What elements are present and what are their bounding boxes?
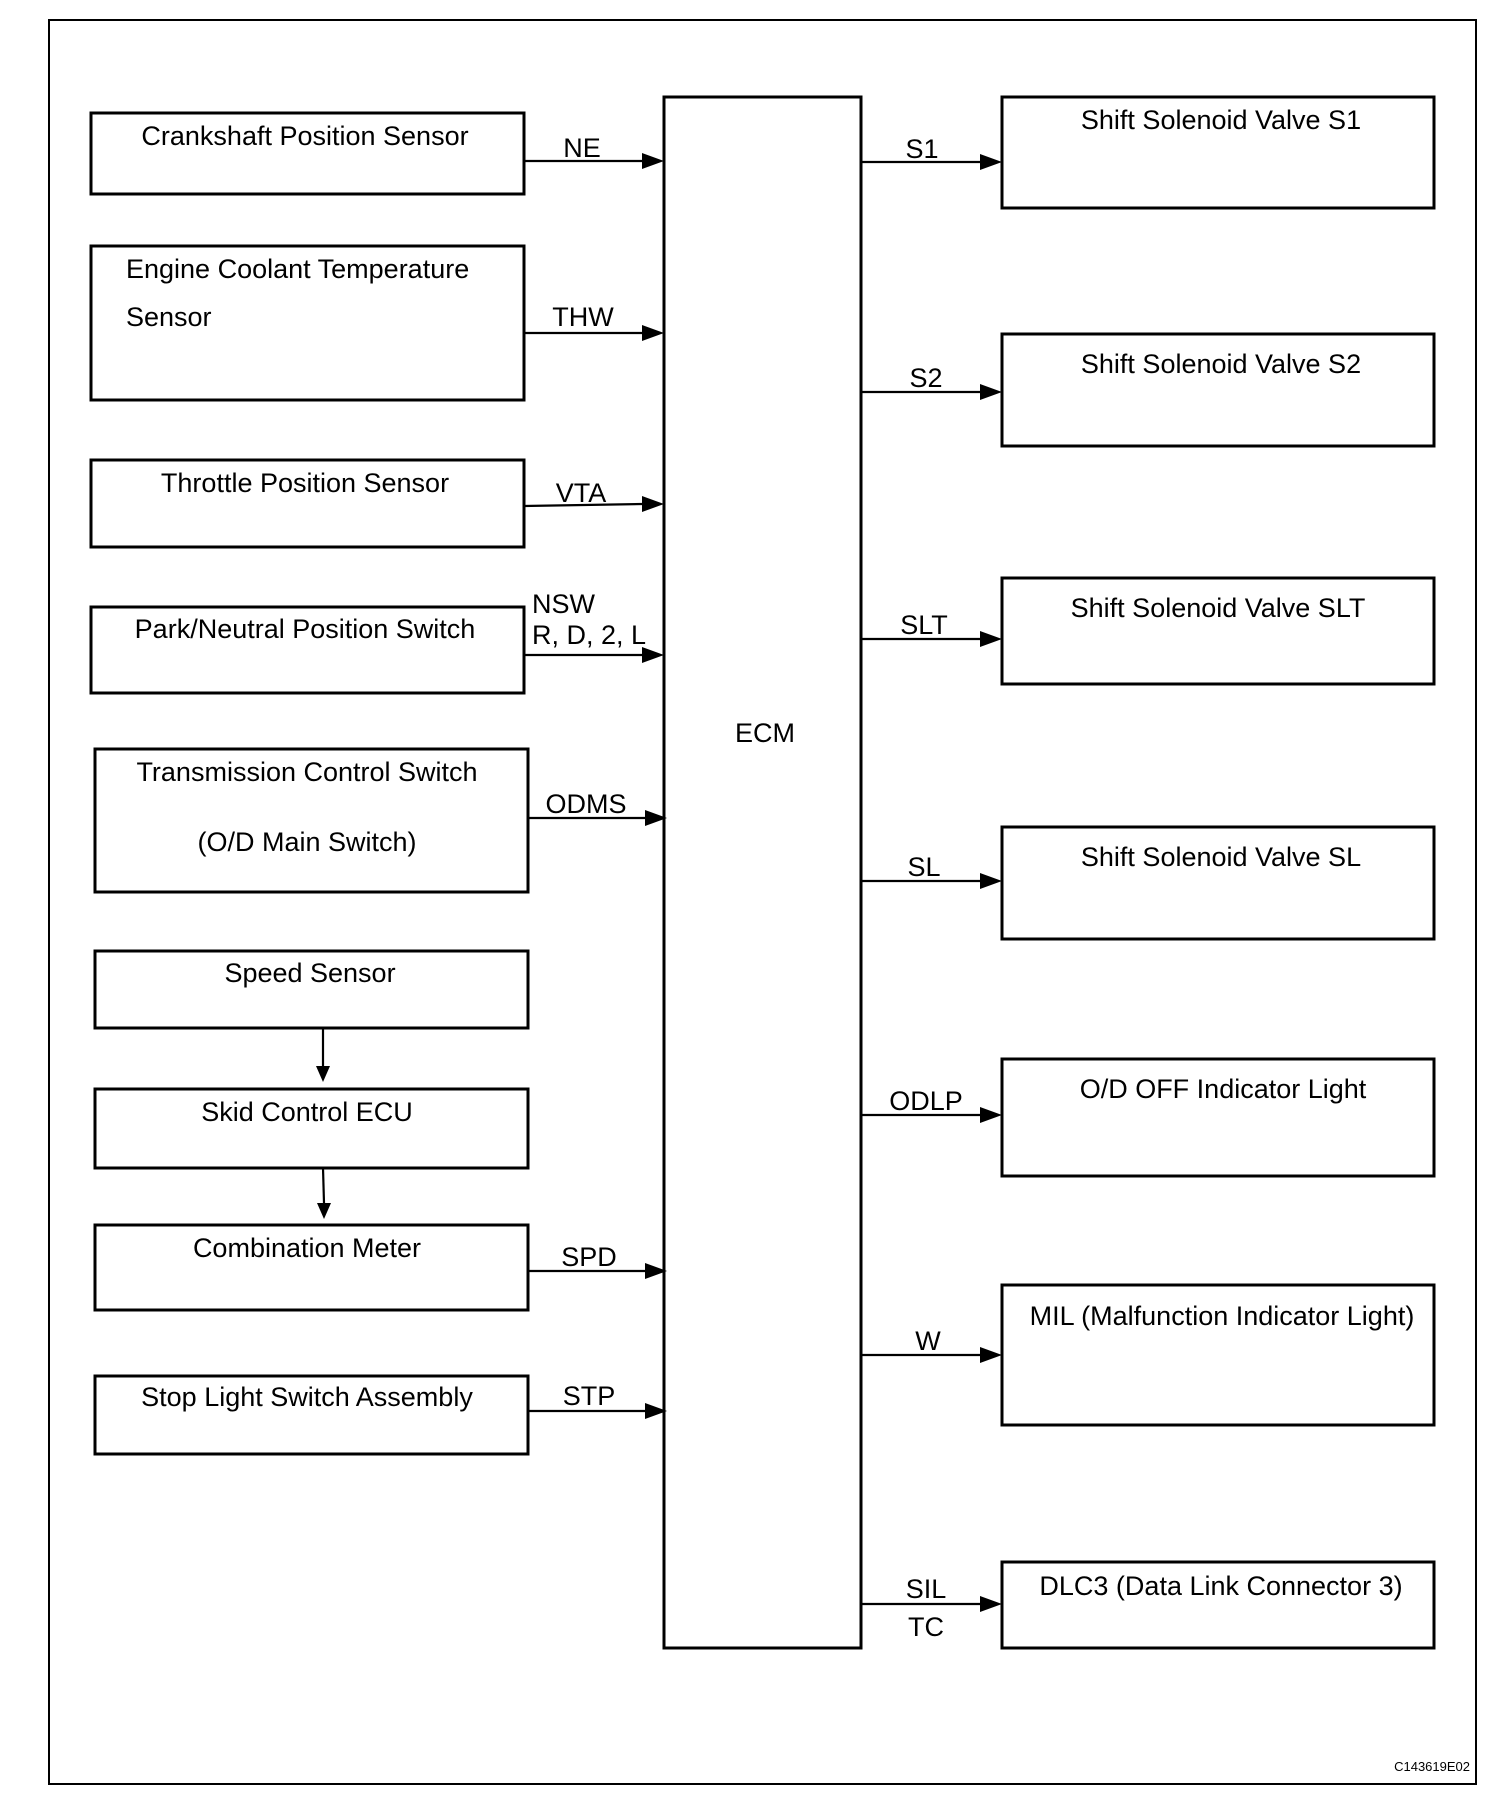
signal-label-spd: SPD <box>561 1242 617 1272</box>
arrow-line-vta <box>523 502 643 508</box>
output-box-shift-solenoid-valve-s2 <box>1000 332 1436 448</box>
input-label-park-neutral-position-switch: Park/Neutral Position Switch <box>135 614 476 644</box>
arrow-head-skid-to-meter <box>317 1203 331 1219</box>
input-box-combination-meter <box>93 1223 530 1312</box>
output-label-shift-solenoid-valve-slt: Shift Solenoid Valve SLT <box>1071 593 1366 623</box>
signal-label-nsw: NSW <box>532 589 596 619</box>
arrow-head-odlp <box>980 1107 1002 1123</box>
output-box-dlc3 <box>1000 1560 1436 1650</box>
input-label-transmission-control-line2: (O/D Main Switch) <box>197 827 416 857</box>
signal-label-tc: TC <box>908 1612 944 1642</box>
input-label-transmission-control-line1: Transmission Control Switch <box>136 757 477 787</box>
input-label-skid-control-ecu: Skid Control ECU <box>201 1097 413 1127</box>
arrow-head-sl <box>980 873 1002 889</box>
input-box-speed-sensor <box>93 949 530 1030</box>
signal-label-odms: ODMS <box>546 789 627 819</box>
signal-label-slt: SLT <box>900 610 948 640</box>
diagram-frame <box>48 19 1477 1785</box>
arrow-head-stp <box>645 1403 667 1419</box>
arrow-head-odms <box>645 810 667 826</box>
arrow-line-skid-to-meter <box>321 1167 326 1204</box>
output-box-shift-solenoid-valve-sl <box>1000 825 1436 941</box>
arrow-head-s2 <box>980 384 1002 400</box>
input-box-skid-control-ecu <box>93 1087 530 1170</box>
input-box-throttle-position-sensor <box>89 458 526 549</box>
arrow-head-s1 <box>980 154 1002 170</box>
input-box-crankshaft-position-sensor <box>89 111 526 196</box>
arrow-head-ne <box>642 153 664 169</box>
input-label-speed-sensor: Speed Sensor <box>224 958 395 988</box>
output-label-od-off-indicator-light: O/D OFF Indicator Light <box>1080 1074 1367 1104</box>
output-label-mil: MIL (Malfunction Indicator Light) <box>1030 1301 1415 1331</box>
output-box-shift-solenoid-valve-s1 <box>1000 95 1436 210</box>
output-label-shift-solenoid-valve-s2: Shift Solenoid Valve S2 <box>1081 349 1361 379</box>
output-label-shift-solenoid-valve-s1: Shift Solenoid Valve S1 <box>1081 105 1361 135</box>
input-box-transmission-control-switch <box>93 747 530 894</box>
input-box-engine-coolant-temperature-sensor <box>89 244 526 402</box>
signal-label-range: R, D, 2, L <box>532 620 646 650</box>
figure-code: C143619E02 <box>1394 1759 1470 1774</box>
ecm-label: ECM <box>735 718 795 748</box>
signal-label-w: W <box>915 1326 941 1356</box>
output-label-shift-solenoid-valve-sl: Shift Solenoid Valve SL <box>1081 842 1361 872</box>
arrow-head-thw <box>642 325 664 341</box>
signal-label-thw: THW <box>552 302 614 332</box>
output-box-mil <box>1000 1283 1436 1427</box>
ecm-block <box>662 95 863 1650</box>
signal-label-s1: S1 <box>905 134 938 164</box>
input-label-coolant-line1: Engine Coolant Temperature <box>126 254 469 284</box>
arrow-head-nsw <box>642 647 664 663</box>
signal-label-stp: STP <box>563 1381 616 1411</box>
input-label-stop-light-switch-assembly: Stop Light Switch Assembly <box>141 1382 473 1412</box>
arrow-head-vta <box>642 496 664 512</box>
arrow-head-sil-tc <box>980 1596 1002 1612</box>
input-label-crankshaft-position-sensor: Crankshaft Position Sensor <box>141 121 468 151</box>
signal-label-sil: SIL <box>906 1574 947 1604</box>
signal-label-sl: SL <box>907 852 940 882</box>
input-label-coolant-line2: Sensor <box>126 302 212 332</box>
arrow-head-spd <box>645 1263 667 1279</box>
input-box-stop-light-switch-assembly <box>93 1374 530 1456</box>
output-box-od-off-indicator-light <box>1000 1057 1436 1178</box>
output-label-dlc3: DLC3 (Data Link Connector 3) <box>1039 1571 1402 1601</box>
input-box-park-neutral-position-switch <box>89 605 526 695</box>
arrow-head-speed-to-skid <box>316 1066 330 1082</box>
signal-label-ne: NE <box>563 133 601 163</box>
arrow-head-w <box>980 1347 1002 1363</box>
signal-label-s2: S2 <box>909 363 942 393</box>
input-label-throttle-position-sensor: Throttle Position Sensor <box>161 468 449 498</box>
signal-label-vta: VTA <box>556 478 607 508</box>
arrow-head-slt <box>980 631 1002 647</box>
signal-label-odlp: ODLP <box>889 1086 963 1116</box>
input-label-combination-meter: Combination Meter <box>193 1233 421 1263</box>
output-box-shift-solenoid-valve-slt <box>1000 576 1436 686</box>
